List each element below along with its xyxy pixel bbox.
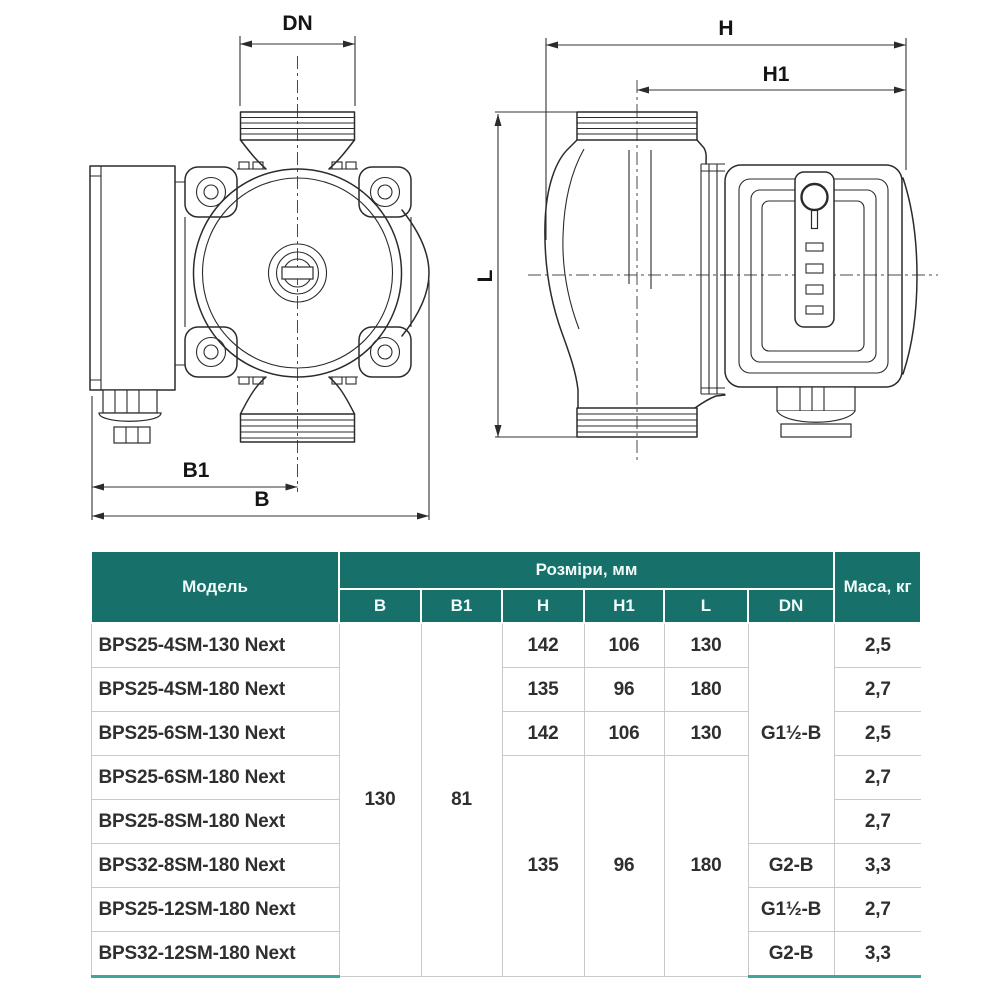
shaft-plug-slot: [281, 266, 314, 280]
b1-label: B1: [183, 459, 210, 482]
b1-dimension: B1: [91, 396, 298, 520]
dn-cell: G2-B: [747, 931, 835, 978]
motor-right-bulge: [902, 177, 918, 375]
top-neck: [239, 139, 356, 170]
bolt-ear: [184, 326, 238, 378]
col-header-dimensions-group: Розміри, мм: [337, 550, 836, 590]
l-merged-cell: 180: [663, 755, 749, 977]
col-header-b1: B1: [420, 588, 503, 624]
l-dimension: L: [474, 111, 578, 438]
bottom-neck: [239, 376, 356, 415]
h-label: H: [718, 17, 733, 40]
model-cell: BPS32-8SM-180 Next: [90, 843, 340, 888]
front-flange-plate: [184, 161, 412, 385]
housing-right-bulge: [401, 209, 430, 337]
col-header-h1: H1: [583, 588, 665, 624]
dn-cell: G1½-B: [747, 887, 835, 932]
indicator-mark: [805, 263, 824, 274]
table-row: BPS25-4SM-130 Next 130 81 142 106 130 G1…: [90, 622, 922, 977]
side-bottom-port: [576, 407, 698, 438]
table-row: BPS25-6SM-130 Next 142 106 130 2,5: [90, 711, 922, 756]
front-bottom-port: [239, 376, 356, 443]
h-cell: 142: [501, 711, 585, 756]
b-dimension: B: [92, 280, 430, 520]
h-dimension: H: [545, 17, 907, 240]
l-cell: 130: [663, 622, 749, 668]
mass-cell: 2,7: [833, 755, 922, 800]
front-pump-housing: [192, 168, 430, 378]
mass-cell: 2,7: [833, 667, 922, 712]
speed-selector-knob: [800, 182, 829, 212]
h1-cell: 96: [583, 667, 665, 712]
front-top-port: [239, 111, 356, 170]
model-cell: BPS25-8SM-180 Next: [90, 799, 340, 844]
bolt-ear: [358, 166, 412, 218]
mass-cell: 2,7: [833, 887, 922, 932]
h1-cell: 106: [583, 622, 665, 668]
indicator-mark: [805, 305, 824, 315]
dn-merged-cell: G1½-B: [747, 622, 835, 844]
knob-stem: [810, 209, 819, 230]
mass-cell: 2,5: [833, 711, 922, 756]
col-header-l: L: [663, 588, 749, 624]
h-merged-cell: 135: [501, 755, 585, 977]
table-row: BPS25-4SM-180 Next 135 96 180 2,7: [90, 667, 922, 712]
mass-cell: 2,5: [833, 622, 922, 668]
l-cell: 180: [663, 667, 749, 712]
model-cell: BPS25-6SM-130 Next: [90, 711, 340, 756]
table-row: BPS25-6SM-180 Next 135 96 180 2,7: [90, 755, 922, 977]
l-label: L: [474, 269, 497, 282]
model-cell: BPS25-4SM-130 Next: [90, 622, 340, 668]
side-control-panel: [794, 171, 835, 328]
col-header-b: B: [338, 588, 422, 624]
h1-merged-cell: 96: [583, 755, 665, 977]
h-cell: 135: [501, 667, 585, 712]
model-cell: BPS25-12SM-180 Next: [90, 887, 340, 932]
b1-merged-cell: 81: [420, 622, 503, 977]
col-header-model: Модель: [90, 550, 340, 624]
col-header-h: H: [501, 588, 585, 624]
h1-dimension: H1: [637, 63, 906, 94]
model-cell: BPS25-6SM-180 Next: [90, 755, 340, 800]
l-cell: 130: [663, 711, 749, 756]
dimensions-table: Модель Розміри, мм Маса, кг B B1 H H1 L …: [90, 550, 923, 978]
model-cell: BPS25-4SM-180 Next: [90, 667, 340, 712]
side-flange-column: [700, 163, 725, 395]
pump-technical-drawing: DN: [89, 12, 938, 520]
indicator-mark: [805, 242, 824, 252]
dn-label: DN: [282, 12, 312, 35]
b-merged-cell: 130: [338, 622, 422, 977]
h1-cell: 106: [583, 711, 665, 756]
front-terminal-box: [89, 165, 185, 391]
table-row: BPS32-12SM-180 Next G2-B 3,3: [90, 931, 922, 978]
mass-cell: 2,7: [833, 799, 922, 844]
table-row: BPS32-8SM-180 Next G2-B 3,3: [90, 843, 922, 888]
dn-dimension: DN: [239, 12, 356, 106]
b-label: B: [254, 488, 269, 511]
side-volute: [544, 139, 726, 409]
bolt-ear: [184, 166, 238, 218]
mass-cell: 3,3: [833, 931, 922, 978]
mass-cell: 3,3: [833, 843, 922, 888]
col-header-mass: Маса, кг: [833, 550, 923, 624]
table-row: BPS25-8SM-180 Next 2,7: [90, 799, 922, 844]
table-row: BPS25-12SM-180 Next G1½-B 2,7: [90, 887, 922, 932]
front-view: DN: [89, 12, 430, 520]
indicator-mark: [805, 284, 824, 295]
bolt-ear: [358, 326, 412, 378]
model-cell: BPS32-12SM-180 Next: [90, 931, 340, 978]
h-cell: 142: [501, 622, 585, 668]
dn-cell: G2-B: [747, 843, 835, 888]
side-view: H H1 L: [474, 17, 938, 462]
side-top-port: [576, 111, 698, 141]
front-cable-gland: [98, 389, 162, 444]
col-header-dn: DN: [746, 588, 836, 624]
side-cable-gland: [776, 386, 856, 438]
h1-label: H1: [763, 63, 790, 86]
